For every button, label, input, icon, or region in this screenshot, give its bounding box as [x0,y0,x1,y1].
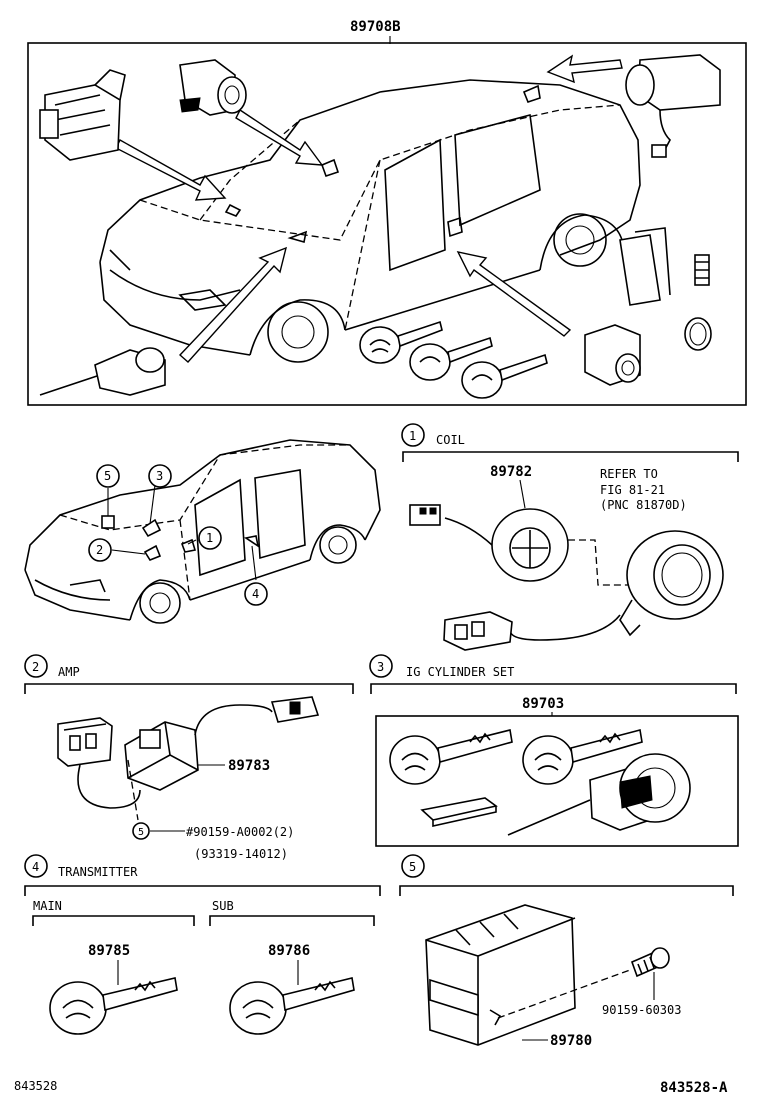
coil-number: 1 [409,429,416,443]
coil-refer-line2: FIG 81-21 [600,483,665,497]
top-arrows [115,54,623,363]
transmitter-number: 4 [32,860,39,874]
index-callouts: 5 3 2 1 4 [88,464,268,606]
transmitter-title: TRANSMITTER [58,865,138,879]
index-label-5: 5 [104,469,111,483]
ig-title: IG CYLINDER SET [406,665,514,679]
top-part-number: 89708B [350,19,401,35]
section-transmitter: 4 TRANSMITTER MAIN SUB 89785 89786 [24,854,381,1035]
transmitter-main-part: 89785 [88,943,130,959]
transmitter-sub-part: 89786 [268,943,310,959]
section-ig-cylinder: 3 IG CYLINDER SET 89703 [369,654,739,847]
amp-number: 2 [32,660,39,674]
coil-refer-line3: (PNC 81870D) [600,498,687,512]
top-components [39,54,721,399]
index-label-3: 3 [156,469,163,483]
ig-part-number: 89703 [522,696,564,712]
footer-right-code: 843528-A [660,1080,728,1096]
amp-part-number: 89783 [228,758,270,774]
coil-refer-line1: REFER TO [600,467,658,481]
section-amp: 2 AMP 89783 5 #90159-A0002(2) (93319-140… [24,654,354,861]
coil-title: COIL [436,433,465,447]
amp-screw-part-line2: (93319-14012) [194,847,288,861]
amp-screw-part-line1: #90159-A0002(2) [186,825,294,839]
index-label-4: 4 [252,587,259,601]
section-ecu: 5 90159-60303 89780 [399,854,734,1049]
ecu-number: 5 [409,860,416,874]
transmitter-main-label: MAIN [33,899,62,913]
amp-title: AMP [58,665,80,679]
ecu-bolt-part-number: 90159-60303 [602,1003,681,1017]
top-car-illustration [99,79,641,363]
footer-left-code: 843528 [14,1079,57,1093]
transmitter-sub-label: SUB [212,899,234,913]
top-assembly-frame [27,42,747,406]
ig-number: 3 [377,660,384,674]
section-coil: 1 COIL 89782 REFER TO FIG 81-21 (PNC 818… [401,423,739,651]
index-label-1: 1 [206,531,213,545]
coil-part-number: 89782 [490,464,532,480]
index-car-illustration [24,439,381,624]
ecu-part-number: 89780 [550,1033,592,1049]
amp-screw-index: 5 [138,827,144,838]
index-label-2: 2 [96,543,103,557]
ig-frame [375,715,739,847]
